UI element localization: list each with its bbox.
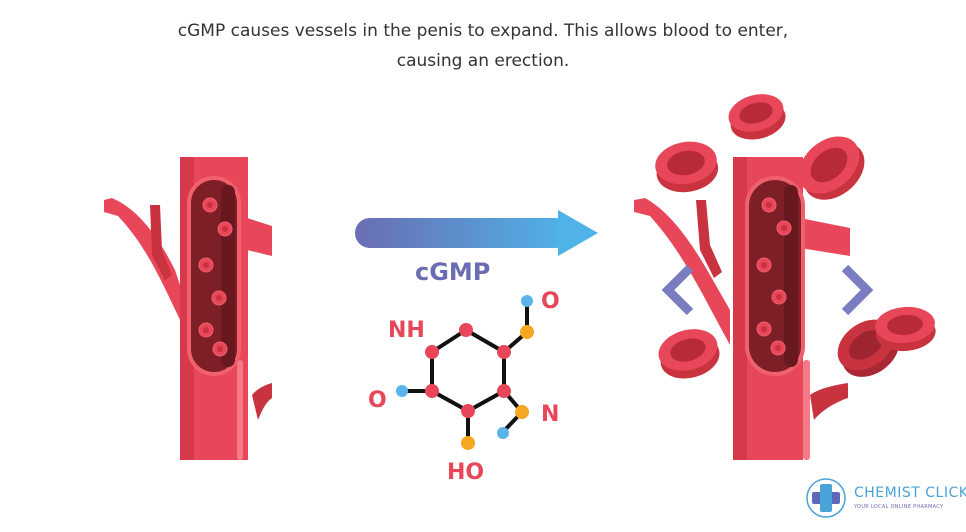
process-arrow <box>355 210 598 256</box>
caption-line-2: causing an erection. <box>396 51 570 71</box>
molecule-label-nh: NH <box>388 318 425 343</box>
atom-orange <box>515 405 529 419</box>
vessel-branch-right-low <box>252 383 272 420</box>
red-blood-cell <box>798 136 865 200</box>
lumen-shade <box>221 185 235 367</box>
vessel-highlight <box>237 360 243 460</box>
molecule-label-ho: HO <box>447 460 485 485</box>
molecule-atoms <box>396 295 534 450</box>
vessel-branch-right <box>800 218 850 256</box>
atom-orange <box>520 325 534 339</box>
caption: cGMP causes vessels in the penis to expa… <box>0 16 966 76</box>
molecule-label-o-top: O <box>541 289 560 314</box>
atom-carbon <box>497 345 511 359</box>
vessel-before <box>104 157 272 460</box>
atom-carbon <box>459 323 473 337</box>
vessel-branch-left-twig <box>150 205 172 280</box>
vessel-branch-left <box>104 198 185 330</box>
vessel-after <box>634 157 850 460</box>
vessel-branch-left <box>634 198 730 345</box>
logo-icon <box>806 478 846 518</box>
vessel-branch-right <box>247 218 272 256</box>
expand-right-chevron-icon <box>841 264 874 316</box>
atom-orange <box>461 436 475 450</box>
logo-title: CHEMIST CLICK <box>854 485 966 501</box>
vessel-branch-left-twig <box>696 200 722 278</box>
red-blood-cells <box>655 94 936 379</box>
atom-carbon <box>425 384 439 398</box>
logo-subtitle: YOUR LOCAL ONLINE PHARMACY <box>854 504 944 510</box>
vessel-branch-right-low <box>810 383 848 420</box>
red-blood-cell <box>655 141 719 193</box>
atom-carbon <box>461 404 475 418</box>
vessel-highlight <box>803 360 810 460</box>
red-blood-cell <box>875 306 936 352</box>
caption-line-1: cGMP causes vessels in the penis to expa… <box>177 21 789 41</box>
atom-carbon <box>425 345 439 359</box>
red-blood-cell <box>658 329 720 379</box>
cgmp-arrow-label: cGMP <box>415 258 491 286</box>
molecule-label-n: N <box>541 402 560 427</box>
expand-left-chevron-icon <box>661 264 694 316</box>
red-blood-cell <box>728 94 786 140</box>
brand-logo[interactable]: CHEMIST CLICK YOUR LOCAL ONLINE PHARMACY <box>804 476 966 520</box>
atom-blue <box>521 295 533 307</box>
atom-blue <box>396 385 408 397</box>
molecule-label-o-left: O <box>368 388 387 413</box>
atom-carbon <box>497 384 511 398</box>
atom-blue <box>497 427 509 439</box>
